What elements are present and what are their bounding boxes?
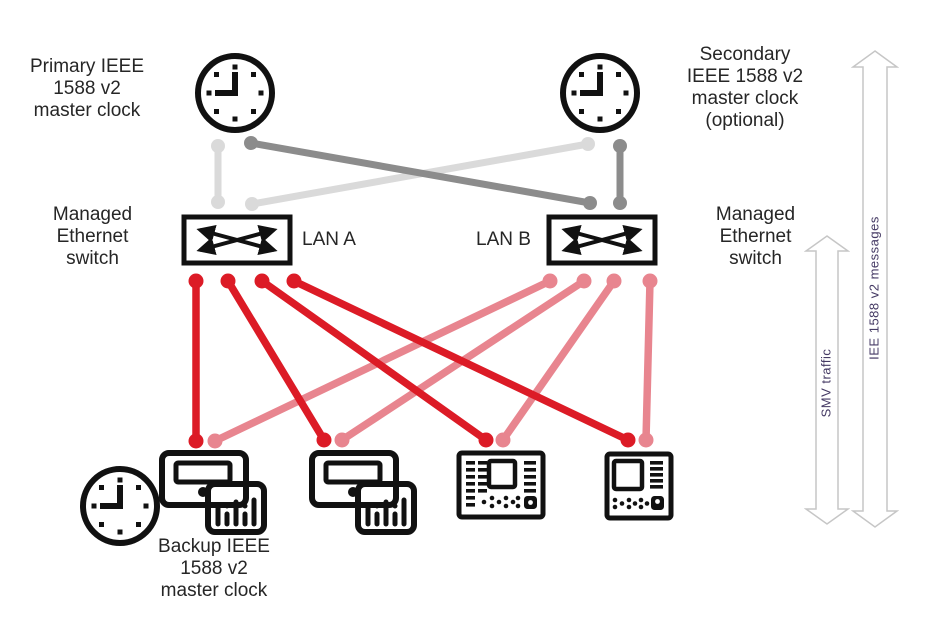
device-2-merging-unit-icon bbox=[309, 450, 417, 535]
device-1-merging-unit-icon bbox=[159, 450, 267, 535]
smv-traffic-arrow-label: SMV traffic bbox=[818, 348, 834, 418]
primary-clock-label: Primary IEEE 1588 v2 master clock bbox=[29, 56, 145, 121]
ieee-messages-arrow-label: IEE 1588 v2 messages bbox=[866, 216, 882, 360]
link-lan-a-device-3 bbox=[254, 273, 494, 448]
link-secondary-clock-lan-b bbox=[613, 139, 627, 210]
device-3-protection-relay-wide-icon bbox=[456, 450, 546, 520]
link-lan-a-device-1 bbox=[188, 273, 204, 449]
link-lan-b-device-1 bbox=[207, 273, 558, 449]
device-4-protection-relay-icon bbox=[604, 451, 674, 521]
link-primary-clock-lan-b bbox=[244, 136, 597, 210]
backup-clock-icon bbox=[80, 466, 160, 546]
managed-switch-left-label: Managed Ethernet switch bbox=[52, 204, 133, 269]
link-lan-b-device-3 bbox=[495, 273, 622, 448]
link-lan-b-device-4 bbox=[638, 273, 658, 448]
switch-a-icon bbox=[181, 214, 293, 266]
link-lan-b-device-2 bbox=[334, 273, 592, 448]
lan-b-label: LAN B bbox=[476, 229, 531, 250]
secondary-clock-label: Secondary IEEE 1588 v2 master clock (opt… bbox=[686, 44, 804, 131]
smv-traffic-arrow bbox=[804, 235, 850, 525]
link-secondary-clock-lan-a bbox=[245, 137, 595, 211]
primary-clock-icon bbox=[195, 53, 275, 133]
backup-clock-label: Backup IEEE 1588 v2 master clock bbox=[158, 536, 270, 601]
link-lan-a-device-4 bbox=[286, 273, 636, 448]
lan-a-label: LAN A bbox=[302, 229, 356, 250]
managed-switch-right-label: Managed Ethernet switch bbox=[715, 204, 796, 269]
secondary-clock-icon bbox=[560, 53, 640, 133]
link-primary-clock-lan-a bbox=[211, 139, 225, 209]
link-lan-a-device-2 bbox=[220, 273, 332, 448]
ieee-messages-arrow bbox=[851, 50, 899, 528]
switch-b-icon bbox=[546, 214, 658, 266]
